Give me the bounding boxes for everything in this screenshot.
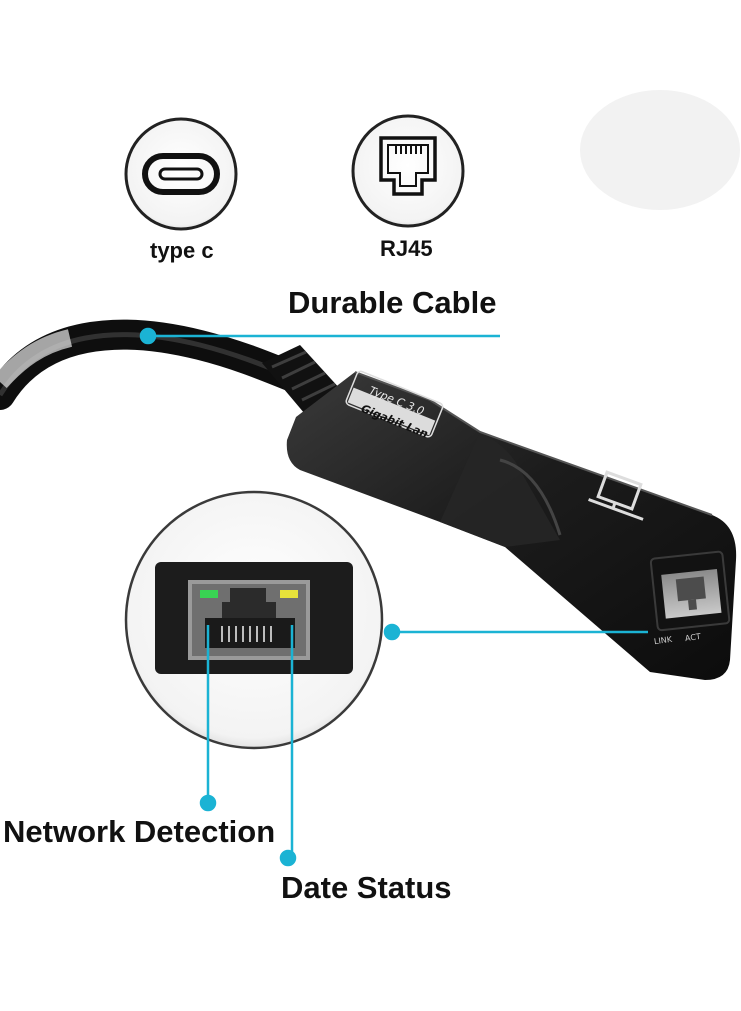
printed-label-badge [345,370,444,438]
usb-type-c-icon [124,117,238,231]
network-detection-callout: Network Detection [3,814,276,849]
date-status-callout: Date Status [281,870,452,905]
led-link [200,590,218,598]
adapter-body [286,370,737,680]
network-computer-icon [588,470,644,521]
callout-lines [139,327,648,867]
rj45-port [649,550,731,632]
durable-cable-callout: Durable Cable [288,285,497,320]
type-c-label: type c [150,238,214,263]
port-zoom-callout [124,490,384,750]
rj45-label: RJ45 [380,236,433,261]
rj45-port-icon [351,114,465,228]
led-act [280,590,298,598]
background-glow [580,90,740,210]
